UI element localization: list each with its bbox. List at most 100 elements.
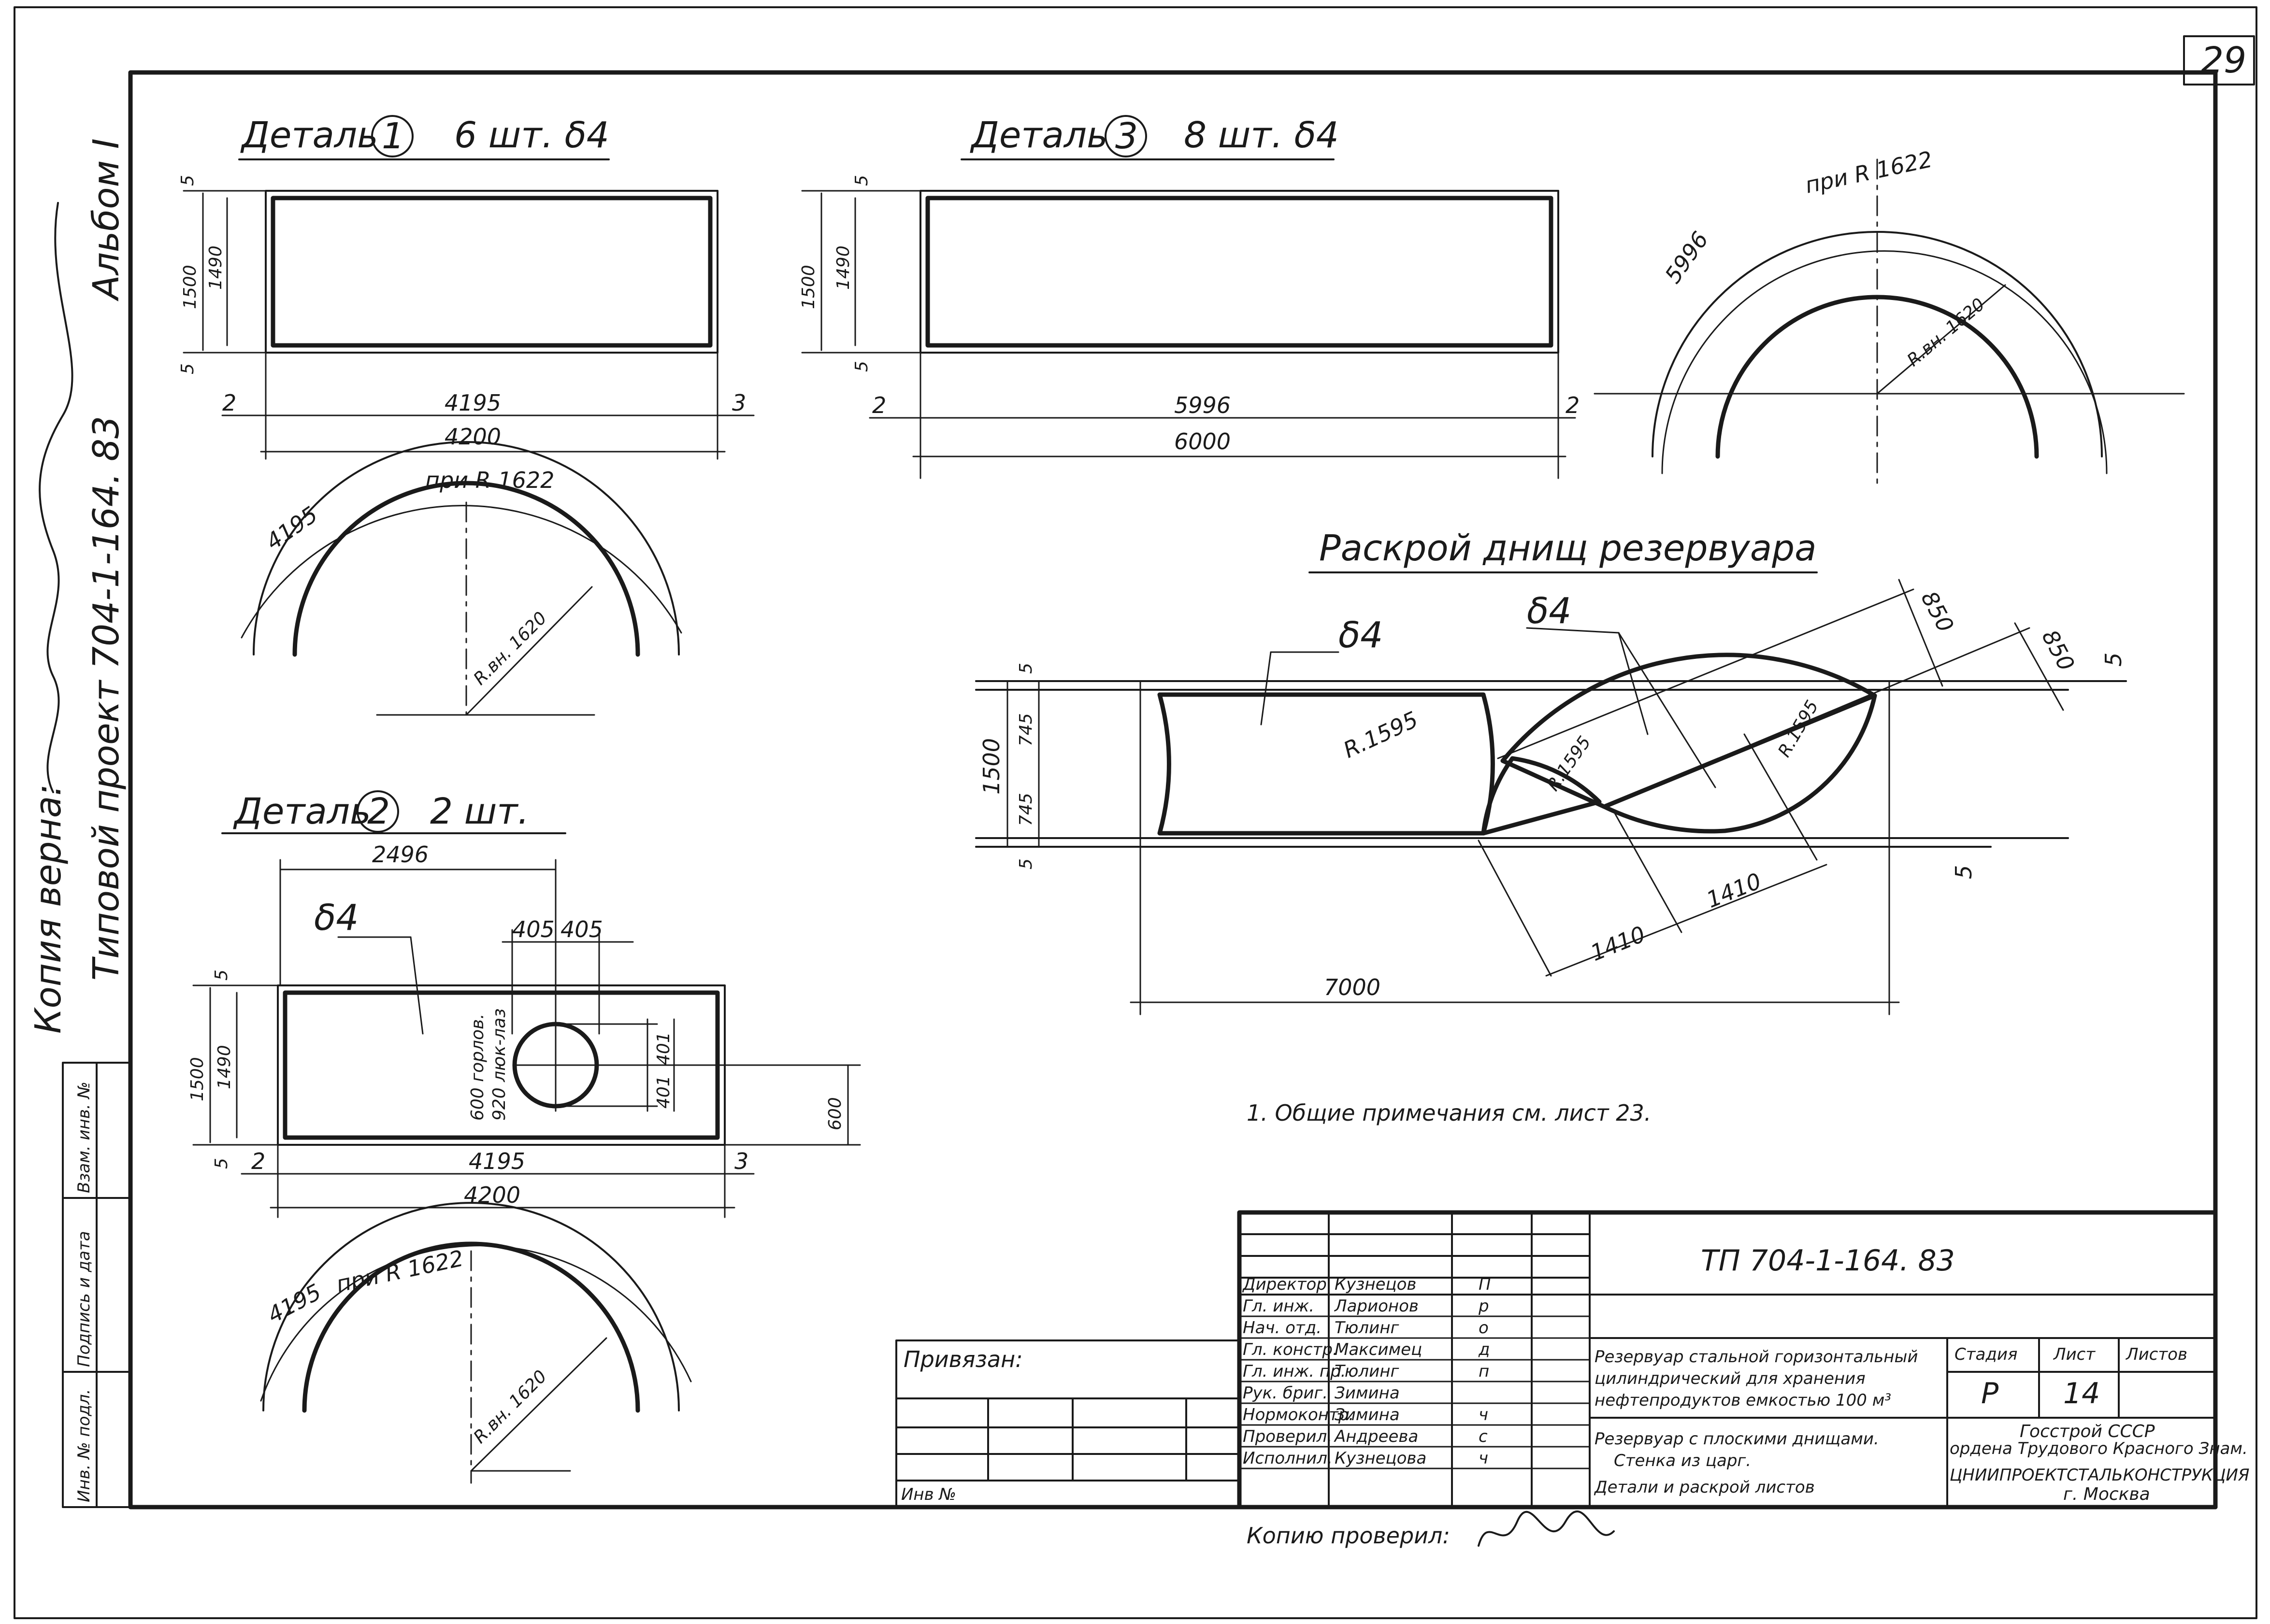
detail-3-arc-len: 5996 — [1660, 227, 1713, 288]
layout-radius-2: R.1595 — [1543, 733, 1595, 795]
staff-sign: с — [1479, 1427, 1488, 1446]
dim-line — [1898, 579, 1943, 687]
left-margin: Альбом I Типовой проект 704-1-164. 83 Ко… — [28, 138, 131, 1508]
detail-3-title: Деталь — [970, 114, 1108, 156]
detail-2-d1: 401 — [654, 1032, 674, 1065]
detail-3-qty: 8 шт. δ4 — [1184, 114, 1339, 156]
stamp-cell-replace: Взам. инв. № — [74, 1082, 94, 1193]
detail-2-center: 600 — [825, 1097, 845, 1130]
layout-d2: 1410 — [1703, 868, 1765, 913]
detail-2-d2: 401 — [654, 1075, 674, 1109]
layout-lens-left — [1481, 756, 1602, 836]
staff-sign: р — [1478, 1296, 1489, 1316]
detail-2-r1: 405 — [512, 916, 555, 942]
leader-line — [1260, 651, 1272, 726]
staff-role: Нач. отд. — [1243, 1318, 1322, 1338]
detail-1-title: Деталь — [240, 114, 378, 156]
layout-e1: 850 — [1916, 587, 1959, 637]
inv-label: Инв № — [901, 1485, 956, 1504]
detail-1: Деталь 1 6 шт. δ4 1500 1490 5 5 2 4195 3… — [178, 114, 755, 716]
detail-2-arc-outer — [262, 1202, 680, 1411]
dim-line — [2014, 622, 2064, 711]
project-label: Типовой проект 704-1-164. 83 — [86, 416, 127, 981]
stamp-cell-sign-date: Подпись и дата — [74, 1231, 94, 1367]
detail-2-top-len: 2496 — [372, 841, 429, 868]
detail-2-arc-label: при R 1622 — [334, 1245, 466, 1297]
staff-name: Андреева — [1334, 1427, 1418, 1446]
staff-sign: о — [1479, 1318, 1489, 1338]
signature-scribble — [39, 202, 73, 793]
tb-org-1: Госстрой СССР — [2020, 1422, 2155, 1441]
staff-rows: Директор Кузнецов П Гл. инж. Ларионов р … — [1238, 1275, 1591, 1469]
tb-description-3: нефтепродуктов емкостью 100 м³ — [1595, 1391, 1891, 1410]
detail-2-arc-len: 4195 — [263, 1279, 326, 1328]
layout-lens-lower — [1602, 693, 1877, 834]
detail-1-gap-left: 2 — [222, 390, 236, 416]
detail-1-len-inner: 4195 — [445, 390, 501, 416]
detail-2-r2: 405 — [560, 916, 603, 942]
tb-org-3: ЦНИИПРОЕКТСТАЛЬКОНСТРУКЦИЯ — [1950, 1466, 2250, 1485]
layout-w-total: 7000 — [1324, 974, 1380, 1000]
dim-line — [1743, 733, 1818, 861]
detail-1-gap-right: 3 — [732, 390, 746, 416]
layout-radius-1: R.1595 — [1339, 706, 1422, 763]
detail-2-margin-bot: 5 — [212, 1158, 231, 1169]
layout-h1: 745 — [1016, 713, 1036, 746]
detail-2-arc-dim — [260, 1245, 692, 1402]
staff-name: Зимина — [1335, 1405, 1400, 1425]
layout-segment-plate — [1157, 692, 1495, 836]
detail-1-arc-outer — [253, 441, 680, 655]
layout-thickness-2: δ4 — [1527, 590, 1571, 632]
tb-stage-header: Стадия — [1954, 1345, 2017, 1364]
detail-1-arc-inner — [292, 481, 640, 657]
detail-1-plate-inner — [271, 196, 713, 348]
detail-1-arc-label: при R 1622 — [425, 467, 554, 493]
detail-1-arc-len: 4195 — [261, 501, 322, 555]
detail-3-len-inner: 5996 — [1174, 392, 1231, 418]
drawing-frame — [128, 70, 2218, 1510]
staff-role: Гл. инж. пр. — [1243, 1362, 1346, 1381]
album-label: Альбом I — [86, 138, 127, 301]
tb-org-2: ордена Трудового Красного Знам. — [1950, 1439, 2248, 1458]
detail-2-gap-left: 2 — [251, 1148, 265, 1174]
detail-1-qty: 6 шт. δ4 — [454, 114, 609, 156]
layout-lens-right — [1500, 653, 1877, 809]
dim-line — [1478, 840, 1552, 977]
layout-thickness-1: δ4 — [1338, 614, 1383, 656]
detail-3-arc-dim — [1661, 250, 2108, 474]
privyazan-label: Привязан: — [904, 1346, 1023, 1372]
detail-2: Деталь 2 2 шт. 2496 δ4 405 405 600 горло… — [187, 790, 861, 1484]
copy-checked-label: Копию проверил: — [1247, 1523, 1450, 1549]
tb-description-1: Резервуар стальной горизонтальный — [1595, 1347, 1918, 1367]
detail-3-plate-inner — [925, 196, 1553, 348]
detail-1-number: 1 — [382, 115, 404, 157]
layout-m-top: 5 — [1016, 663, 1036, 674]
layout-title: Раскрой днищ резервуара — [1319, 527, 1817, 569]
dim-line — [1545, 864, 1827, 977]
copy-checked-signature — [1478, 1510, 1615, 1547]
layout-h-total: 1500 — [978, 738, 1005, 795]
detail-1-plate-outer — [265, 190, 718, 354]
detail-3: Деталь 3 8 шт. δ4 1500 1490 5 5 2 5996 2… — [799, 114, 2185, 484]
detail-2-number: 2 — [367, 791, 390, 832]
layout-m-right: 5 — [2100, 653, 2126, 667]
detail-3-len-total: 6000 — [1174, 428, 1231, 455]
staff-role: Гл. инж. — [1243, 1296, 1314, 1316]
general-note: 1. Общие примечания см. лист 23. — [1247, 1100, 1651, 1126]
detail-3-number-circle — [1105, 115, 1147, 157]
detail-2-arc-inner — [302, 1241, 640, 1413]
staff-name: Тюлинг — [1335, 1362, 1399, 1381]
bottom-cutting-layout: Раскрой днищ резервуара δ4 δ4 R.1595 R.1… — [975, 527, 2127, 1015]
outer-frame — [14, 6, 2257, 1619]
staff-role: Исполнил. — [1243, 1449, 1333, 1468]
tb-sheet: 14 — [2063, 1377, 2100, 1410]
dim-line — [1613, 811, 1682, 933]
detail-2-hole-label-1: 600 горлов. — [468, 1013, 488, 1121]
staff-role: Рук. бриг. — [1243, 1383, 1328, 1403]
detail-2-radius: R.вн. 1620 — [470, 1367, 550, 1447]
detail-3-h-total: 1500 — [799, 265, 819, 309]
leader-line — [1618, 632, 1649, 735]
detail-3-arc-label: при R 1622 — [1803, 146, 1935, 198]
dim-line — [1497, 588, 1914, 759]
